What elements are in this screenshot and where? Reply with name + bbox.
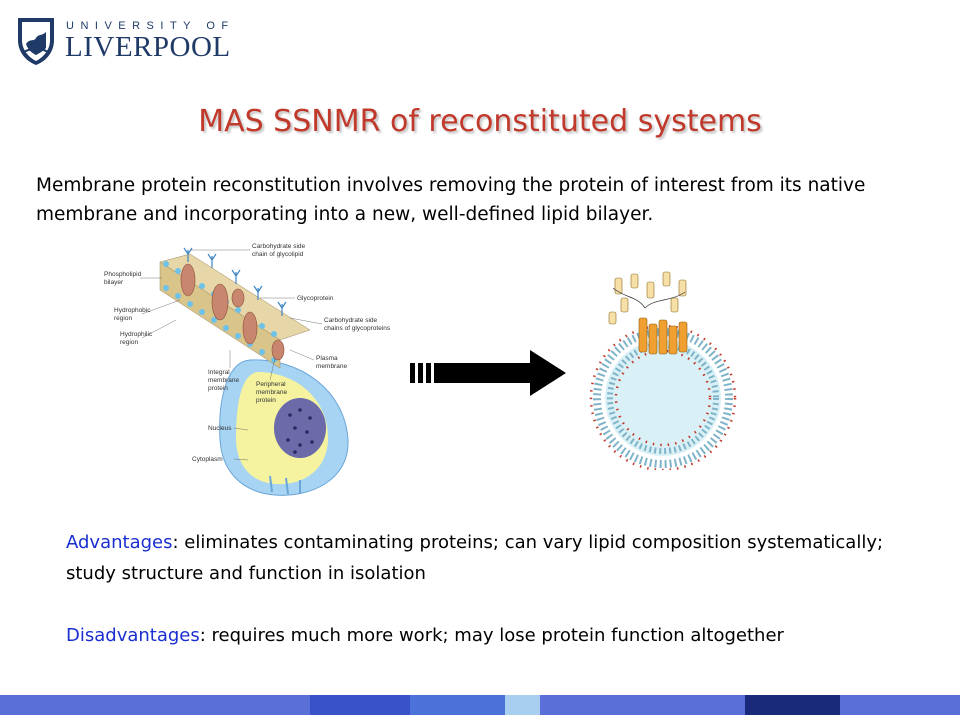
disadvantages-text: : requires much more work; may lose prot… [199,625,784,646]
slide-title: MAS SSNMR of reconstituted systems [198,104,762,139]
pros-cons-block: Advantages: eliminates contaminating pro… [66,527,926,651]
label-region-1: region [114,315,132,322]
advantages-paragraph: Advantages: eliminates contaminating pro… [66,527,926,589]
intro-paragraph: Membrane protein reconstitution involves… [36,175,866,225]
label-bilayer: bilayer [104,279,124,286]
advantages-label: Advantages [66,532,173,553]
cell-membrane-diagram: Carbohydrate side chain of glycolipid Ph… [104,243,391,496]
label-membrane: membrane [316,363,347,370]
advantages-text: : eliminates contaminating proteins; can… [66,532,884,584]
footer-segment [505,695,540,715]
label-peripheral-2: membrane [256,389,287,396]
logo-main-text: LIVERPOOL [65,31,231,63]
disadvantages-paragraph: Disadvantages: requires much more work; … [66,620,926,651]
label-peripheral-3: protein [256,397,276,404]
right-arrow-icon [410,350,566,396]
crest-icon [18,18,54,65]
footer-segment [310,695,410,715]
label-region-2: region [120,339,138,346]
disadvantages-label: Disadvantages [66,625,200,646]
label-cytoplasm: Cytoplasm [192,456,223,463]
label-carb-glycolipid-2: chain of glycolipid [252,251,304,258]
label-nucleus: Nucleus [208,425,232,432]
university-logo: UNIVERSITY OF LIVERPOOL [16,14,230,74]
label-integral-3: protein [208,385,228,392]
footer-segment [540,695,745,715]
label-hydrophilic: Hydrophilic [120,331,153,338]
label-carb-glycoproteins: Carbohydrate side [324,317,377,324]
footer-segment [410,695,505,715]
liposome-illustration [589,271,737,470]
footer-segment [745,695,840,715]
label-glycoprotein: Glycoprotein [297,295,334,302]
logo-top-text: UNIVERSITY OF [66,20,235,32]
label-carb-glycoproteins-2: chains of glycoproteins [324,325,391,332]
label-carb-glycolipid: Carbohydrate side [252,243,305,250]
footer-segment [0,695,310,715]
label-plasma: Plasma [316,355,338,362]
label-hydrophobic: Hydrophobic [114,307,151,314]
footer-color-bar [0,695,960,715]
label-phospholipid: Phospholipid [104,271,142,278]
label-peripheral: Peripheral [256,381,286,388]
label-integral-2: membrane [208,377,239,384]
footer-segment [840,695,960,715]
label-integral: Integral [208,369,230,376]
